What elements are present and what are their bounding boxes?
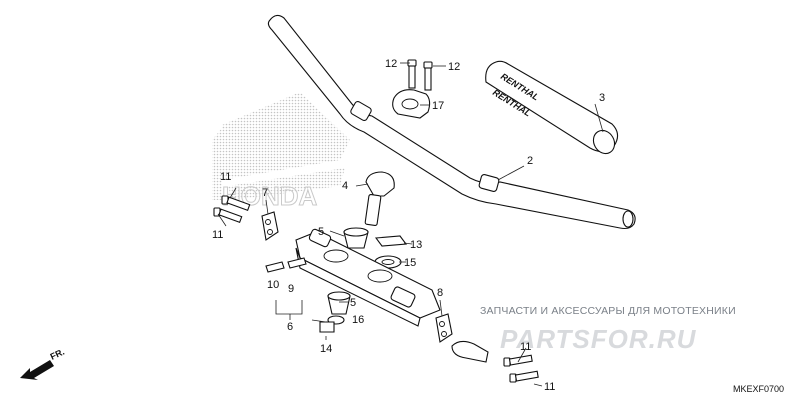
direction-label: FR.	[49, 347, 66, 362]
clamp-plate-part-8	[435, 313, 453, 343]
callout-4: 4	[342, 180, 348, 192]
handlebar-part-2	[267, 14, 636, 230]
bushing-upper-part-5	[343, 227, 369, 249]
bar-pad-part-3: RENTHAL RENTHAL	[485, 60, 619, 155]
callout-8: 8	[437, 287, 443, 299]
callout-11-lower-left: 11	[212, 229, 223, 241]
bolts-left-part-11	[213, 195, 251, 224]
callout-11-lower-right: 11	[544, 381, 555, 393]
clamp-plate-part-7	[261, 211, 279, 241]
callout-12-right: 12	[448, 61, 460, 73]
holder-part-4	[364, 171, 395, 226]
callout-9: 9	[288, 283, 294, 295]
callout-11-upper-right: 11	[520, 341, 531, 353]
nut-part-14	[319, 321, 335, 333]
plate-part-10	[265, 261, 285, 273]
upper-holder-part-17	[392, 89, 431, 119]
washer-part-13	[374, 235, 408, 247]
callouts: 3 2 4 5 5 16 14 7 8 17 12 12 13 15 11 11…	[212, 58, 605, 393]
callout-5-lower: 5	[350, 297, 356, 309]
plate-part-9	[287, 257, 307, 269]
front-direction-arrow: FR.	[20, 347, 66, 380]
bushing-lower-part-5	[327, 291, 351, 315]
callout-7: 7	[262, 187, 268, 199]
callout-15: 15	[404, 257, 416, 269]
callout-17: 17	[432, 100, 444, 112]
leader-lines	[217, 62, 604, 387]
callout-11-upper-left: 11	[220, 171, 231, 183]
callout-12-left: 12	[385, 58, 397, 70]
callout-16: 16	[352, 314, 364, 326]
callout-10: 10	[267, 279, 279, 291]
diagram-code: MKEXF0700	[733, 384, 784, 394]
callout-13: 13	[410, 239, 422, 251]
callout-14: 14	[320, 343, 332, 355]
callout-2: 2	[527, 155, 533, 167]
bolts-part-12	[407, 59, 433, 91]
watermark-caption: ЗАПЧАСТИ И АКСЕССУАРЫ ДЛЯ МОТОТЕХНИКИ	[480, 305, 736, 317]
callout-5-upper: 5	[318, 226, 324, 238]
callout-6: 6	[287, 321, 293, 333]
lower-clamp	[451, 340, 489, 363]
watermark-logo: PARTSFOR.RU	[500, 324, 697, 354]
bolts-right-part-11	[503, 354, 539, 383]
callout-3: 3	[599, 92, 605, 104]
watermark: ЗАПЧАСТИ И АКСЕССУАРЫ ДЛЯ МОТОТЕХНИКИ PA…	[480, 305, 736, 354]
